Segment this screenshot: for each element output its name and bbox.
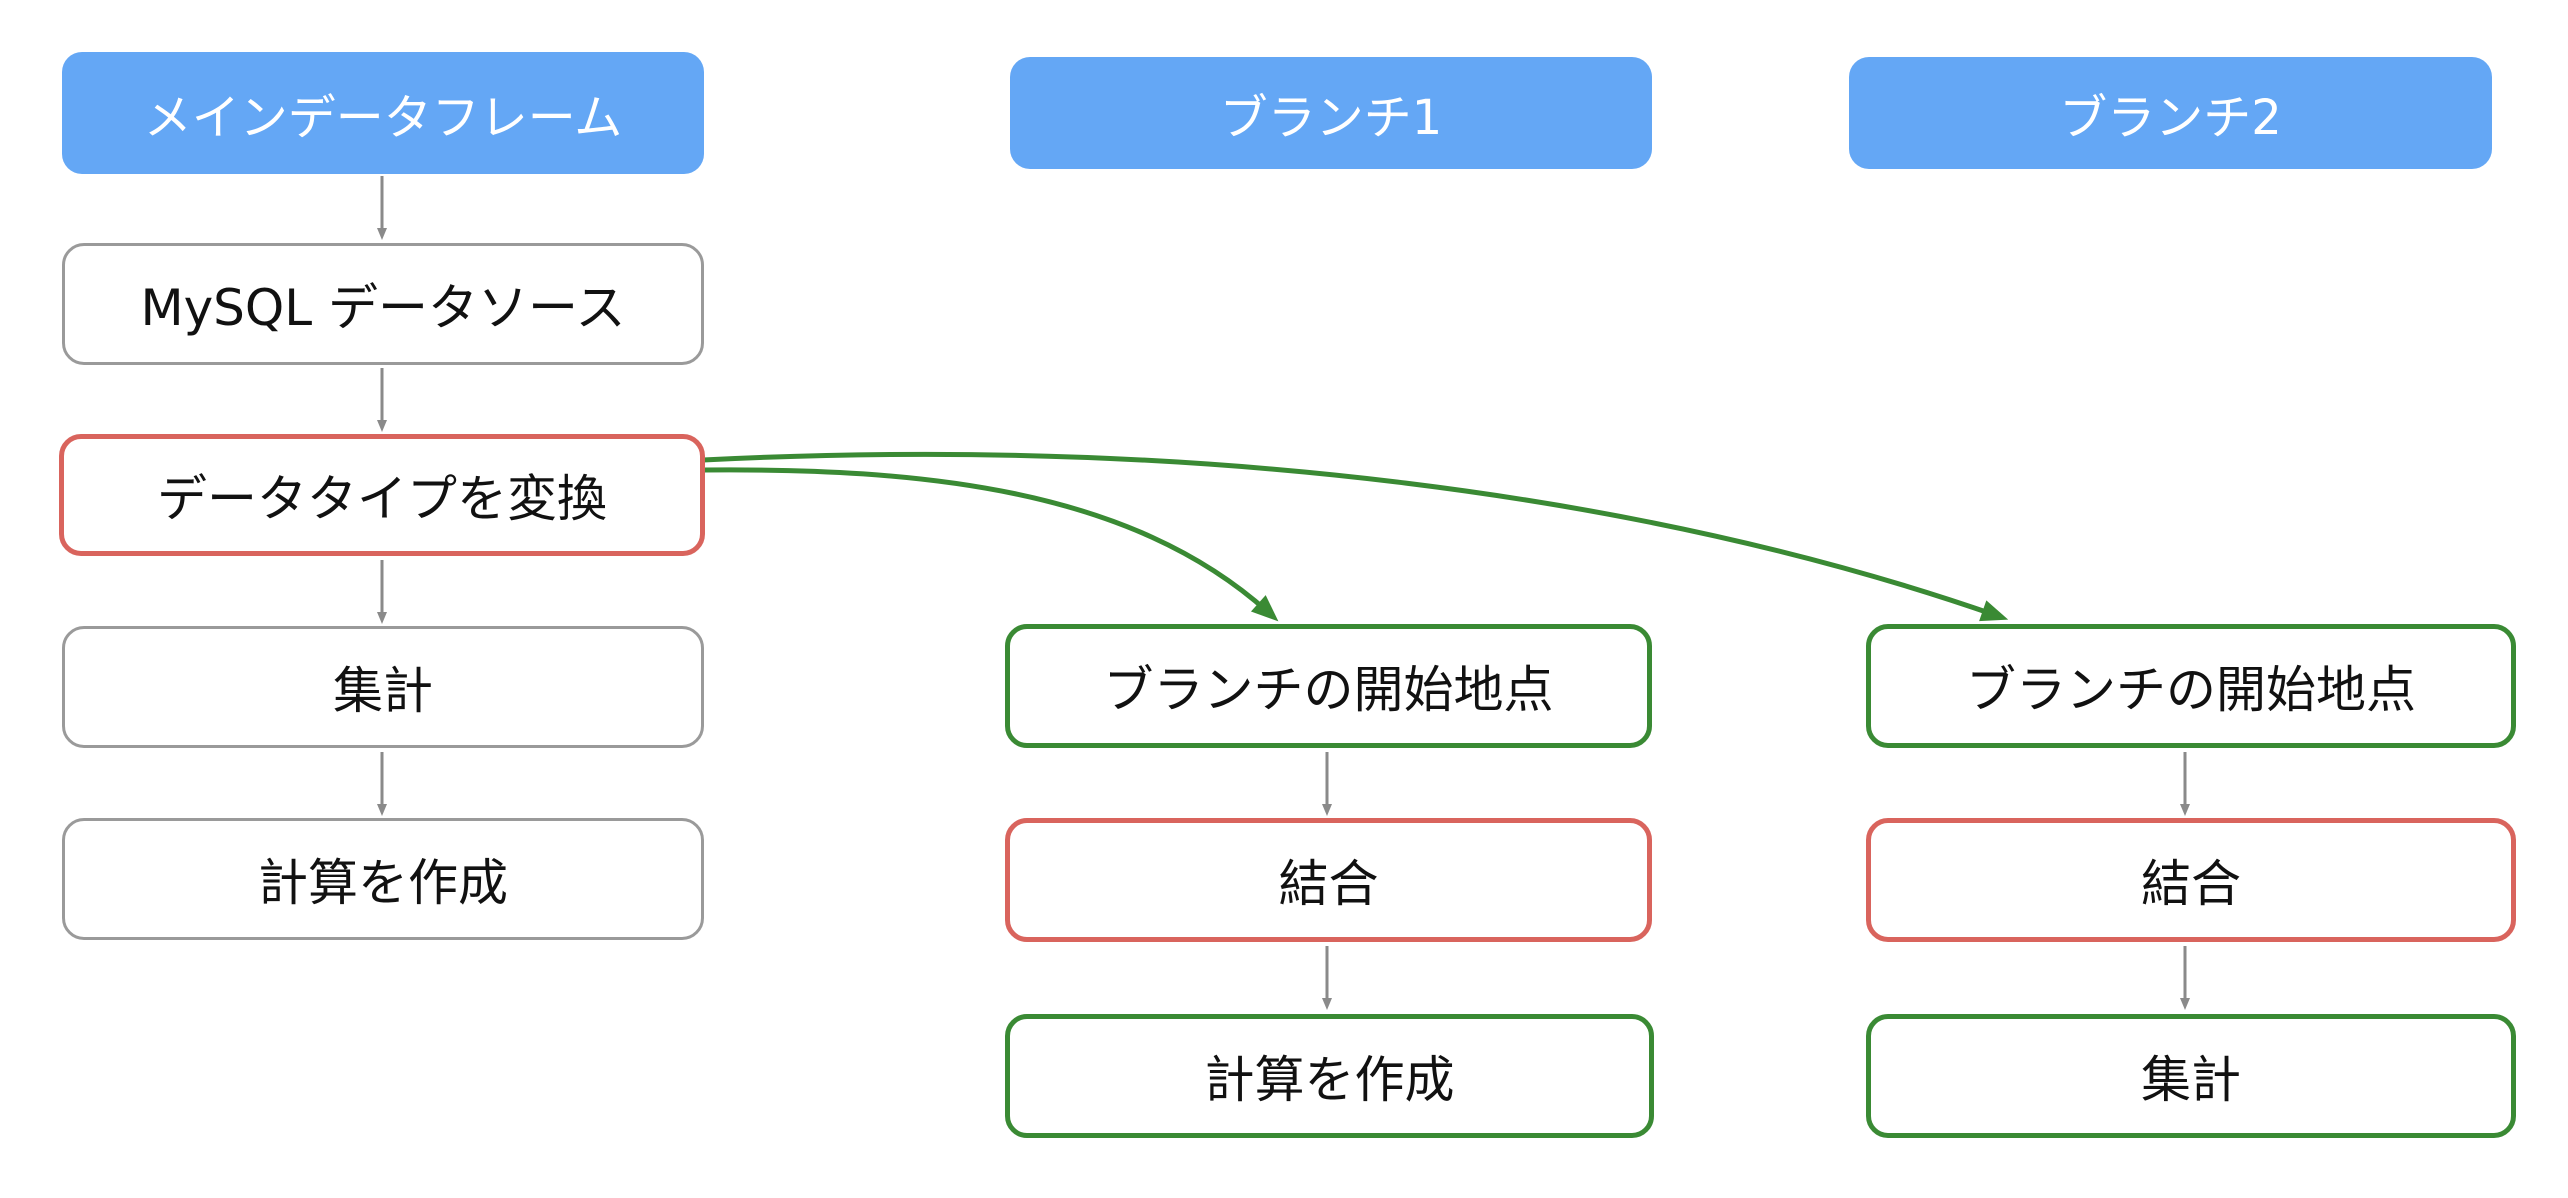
branch-curve-to-branch2 (702, 451, 2009, 622)
branch1-start-step[interactable]: ブランチの開始地点 (1005, 624, 1652, 748)
branch-curve-to-branch1 (702, 467, 1279, 622)
branch2-header: ブランチ2 (1849, 57, 2492, 169)
branch2-join-step[interactable]: 結合 (1866, 818, 2516, 942)
convert-data-type-step[interactable]: データタイプを変換 (59, 434, 705, 556)
branch2-start-step[interactable]: ブランチの開始地点 (1866, 624, 2516, 748)
branch1-join-step[interactable]: 結合 (1005, 818, 1652, 942)
aggregate-step[interactable]: 集計 (62, 626, 704, 748)
branch1-create-calculation-step[interactable]: 計算を作成 (1005, 1014, 1654, 1138)
main-dataframe-header: メインデータフレーム (62, 52, 704, 174)
mysql-datasource-step[interactable]: MySQL データソース (62, 243, 704, 365)
create-calculation-step[interactable]: 計算を作成 (62, 818, 704, 940)
branch1-header: ブランチ1 (1010, 57, 1652, 169)
branch2-aggregate-step[interactable]: 集計 (1866, 1014, 2516, 1138)
